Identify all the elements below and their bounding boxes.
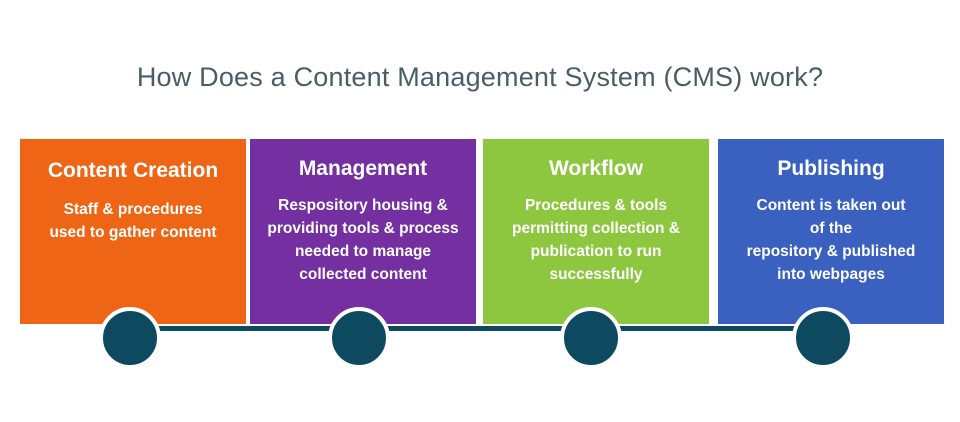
step-card-workflow: Workflow Procedures & tools permitting c… (483, 139, 709, 324)
step-title: Content Creation (47, 159, 219, 182)
step-description-line: permitting collection & (512, 220, 680, 237)
step-description-line: Staff & procedures (63, 201, 203, 218)
step-description-line: Respository housing & (278, 197, 448, 214)
step-description: Content is taken out of the repository &… (726, 194, 936, 286)
step-description-line: Content is taken out (756, 197, 906, 214)
step-description: Respository housing & providing tools & … (258, 194, 468, 286)
step-description-line: collected content (299, 266, 427, 283)
diagram-title: How Does a Content Management System (CM… (136, 62, 824, 92)
step-description-line: of the (809, 220, 853, 237)
step-description: Staff & procedures used to gather conten… (28, 198, 238, 244)
step-description-line: needed to manage (294, 243, 432, 260)
timeline-node (792, 307, 854, 369)
step-card-publishing: Publishing Content is taken out of the r… (718, 139, 944, 324)
step-card-management: Management Respository housing & providi… (250, 139, 476, 324)
step-title: Workflow (548, 157, 644, 180)
step-description-line: repository & published (746, 243, 916, 260)
step-description-line: into webpages (777, 266, 885, 283)
step-card-content-creation: Content Creation Staff & procedures used… (20, 139, 246, 324)
step-description: Procedures & tools permitting collection… (491, 194, 701, 286)
step-description-line: successfully (549, 266, 643, 283)
step-description-line: providing tools & process (267, 220, 459, 237)
step-description-line: publication to run (530, 243, 662, 260)
timeline-node (99, 307, 161, 369)
timeline-node (560, 307, 622, 369)
timeline-node (328, 307, 390, 369)
step-title: Management (298, 157, 428, 180)
timeline-connector (130, 326, 820, 331)
step-description-line: Procedures & tools (524, 197, 668, 214)
step-description-line: used to gather content (49, 224, 217, 241)
step-title: Publishing (777, 157, 885, 180)
